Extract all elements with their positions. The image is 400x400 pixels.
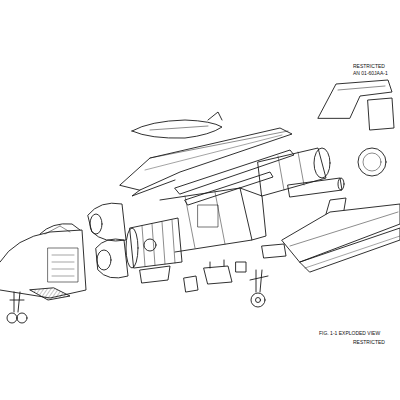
note-text: FIG. 1-1 EXPLODED VIEW (318, 331, 381, 337)
wing-panel (120, 128, 292, 196)
vertical-stabilizer (318, 80, 394, 130)
nose-section (0, 224, 86, 300)
intake-duct (88, 203, 128, 278)
nose-gear (7, 292, 27, 323)
rear-fuselage (258, 148, 344, 197)
jet-engine (126, 218, 182, 283)
note-text: RESTRICTED (352, 340, 386, 346)
drop-tank (132, 112, 222, 138)
control-surface (175, 150, 294, 205)
wing-panel-lower (282, 198, 400, 272)
exhaust-ring (358, 148, 386, 176)
note-text: RESTRICTED (352, 64, 386, 70)
note-text: AN 01-60JAA-1 (352, 71, 389, 77)
center-fuselage (160, 188, 266, 252)
main-gear (250, 270, 268, 307)
access-door (184, 244, 286, 292)
